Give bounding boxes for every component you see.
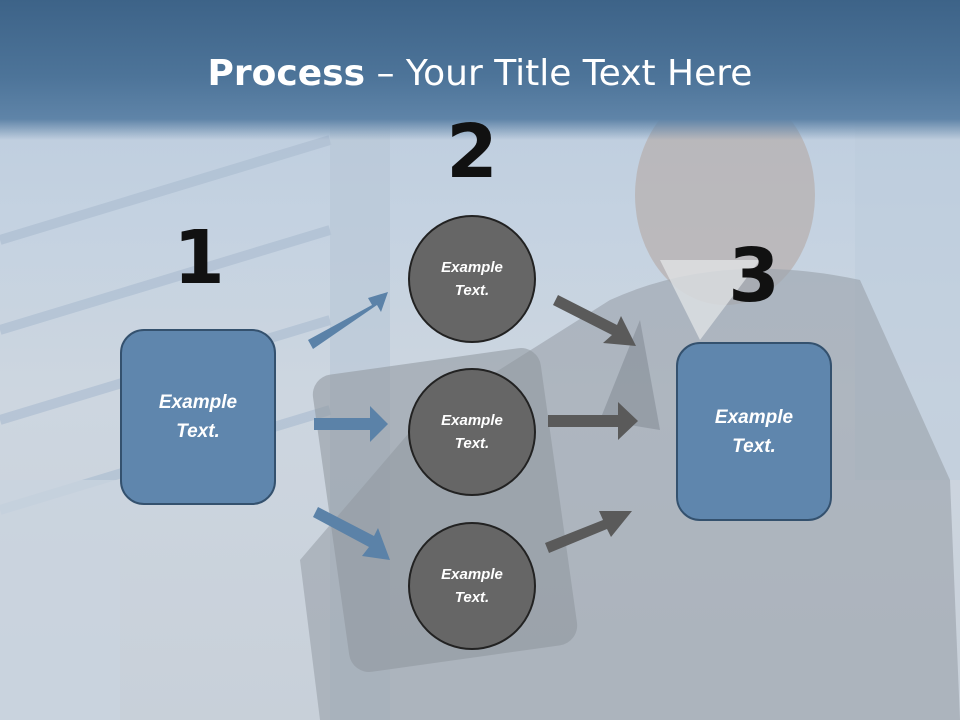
box-step-1-text: Example Text. bbox=[159, 388, 237, 446]
box-step-1-line-1: Example bbox=[158, 392, 238, 413]
arrow-bottom-to-right bbox=[545, 511, 632, 553]
circle-top-text: Example Text. bbox=[441, 256, 503, 302]
circle-top-line-1: Example bbox=[441, 259, 503, 276]
box-step-3-line-1: Example bbox=[714, 406, 794, 428]
arrow-left-to-top bbox=[308, 292, 388, 349]
box-step-3: Example Text. bbox=[676, 342, 832, 521]
circle-top-line-2: Text. bbox=[454, 282, 490, 299]
title-bold: Process bbox=[207, 53, 366, 94]
circle-middle-line-2: Text. bbox=[454, 435, 490, 452]
circle-middle-text: Example Text. bbox=[441, 409, 503, 455]
title-band bbox=[0, 0, 960, 140]
box-step-3-line-2: Text. bbox=[732, 435, 776, 457]
circle-top: Example Text. bbox=[408, 215, 536, 343]
arrow-top-to-right bbox=[553, 295, 636, 346]
circle-bottom-line-1: Example bbox=[441, 566, 503, 583]
circle-bottom-line-2: Text. bbox=[454, 589, 490, 606]
box-step-1-line-2: Text. bbox=[176, 421, 220, 442]
box-step-3-text: Example Text. bbox=[715, 403, 793, 461]
circle-bottom-text: Example Text. bbox=[441, 563, 503, 609]
step-number-3: 3 bbox=[728, 233, 780, 319]
circle-middle: Example Text. bbox=[408, 368, 536, 496]
step-number-2: 2 bbox=[446, 109, 498, 195]
slide-title: Process – Your Title Text Here bbox=[0, 52, 960, 96]
arrow-middle-to-right bbox=[548, 402, 638, 440]
arrow-left-to-middle bbox=[314, 406, 388, 442]
arrow-left-to-bottom bbox=[313, 507, 390, 560]
circle-middle-line-1: Example bbox=[441, 412, 503, 429]
box-step-1: Example Text. bbox=[120, 329, 276, 505]
title-rest: – Your Title Text Here bbox=[365, 53, 753, 94]
step-number-1: 1 bbox=[173, 215, 225, 301]
circle-bottom: Example Text. bbox=[408, 522, 536, 650]
